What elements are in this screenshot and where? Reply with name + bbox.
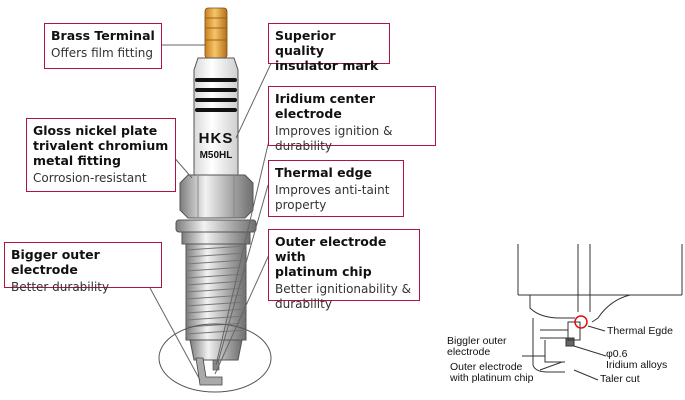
hks-brand-mark: HKS bbox=[198, 130, 234, 147]
tip-highlight-ellipse bbox=[158, 323, 272, 393]
brass-terminal-shape bbox=[204, 7, 228, 59]
callout-description: Improves anti-taint property bbox=[275, 183, 390, 212]
label-biggler-outer-electrode: Biggler outer electrode bbox=[447, 335, 507, 358]
model-code-mark: M50HL bbox=[199, 150, 233, 161]
callout-description: Better ignitionability & durability bbox=[275, 282, 411, 311]
callout-outer-electrode-platinum: Outer electrode with platinum chip Bette… bbox=[268, 229, 420, 311]
callout-description: Improves ignition & durability bbox=[275, 124, 393, 153]
callout-title: Thermal edge bbox=[275, 165, 373, 180]
label-iridium-diameter: φ0.6 Iridium alloys bbox=[606, 348, 668, 371]
leader-lines bbox=[149, 44, 276, 381]
spark-plug-illustration bbox=[158, 7, 272, 393]
label-outer-electrode-platinum: Outer electrode with platinum chip bbox=[450, 361, 534, 384]
callout-thermal-edge: Thermal edge Improves anti-taint propert… bbox=[268, 160, 404, 217]
callout-gloss-nickel-fitting: Gloss nickel plate trivalent chromium me… bbox=[26, 118, 176, 192]
callout-bigger-outer-electrode: Bigger outer electrode Better durability bbox=[4, 242, 162, 294]
callout-iridium-center-electrode: Iridium center electrode Improves igniti… bbox=[268, 86, 436, 153]
label-thermal-edge: Thermal Egde bbox=[607, 325, 673, 337]
hex-nut-shape bbox=[179, 174, 254, 219]
thermal-edge-highlight bbox=[574, 315, 588, 329]
callout-brass-terminal: Brass Terminal Offers film fitting bbox=[44, 23, 162, 69]
callout-description: Corrosion-resistant bbox=[33, 171, 147, 185]
callout-superior-quality: Superior quality insulator mark bbox=[268, 23, 390, 73]
callout-description: Offers film fitting bbox=[51, 46, 154, 60]
callout-title: Superior quality insulator mark bbox=[275, 28, 379, 73]
electrode-detail-drawing bbox=[517, 244, 683, 381]
callout-title: Brass Terminal bbox=[51, 28, 155, 43]
callout-title: Gloss nickel plate trivalent chromium me… bbox=[33, 123, 169, 168]
callout-description: Better durability bbox=[11, 280, 110, 294]
ground-electrode-shape bbox=[195, 357, 223, 386]
callout-title: Outer electrode with platinum chip bbox=[275, 234, 387, 279]
callout-title: Iridium center electrode bbox=[275, 91, 376, 121]
callout-title: Bigger outer electrode bbox=[11, 247, 100, 277]
label-taler-cut: Taler cut bbox=[600, 373, 640, 385]
